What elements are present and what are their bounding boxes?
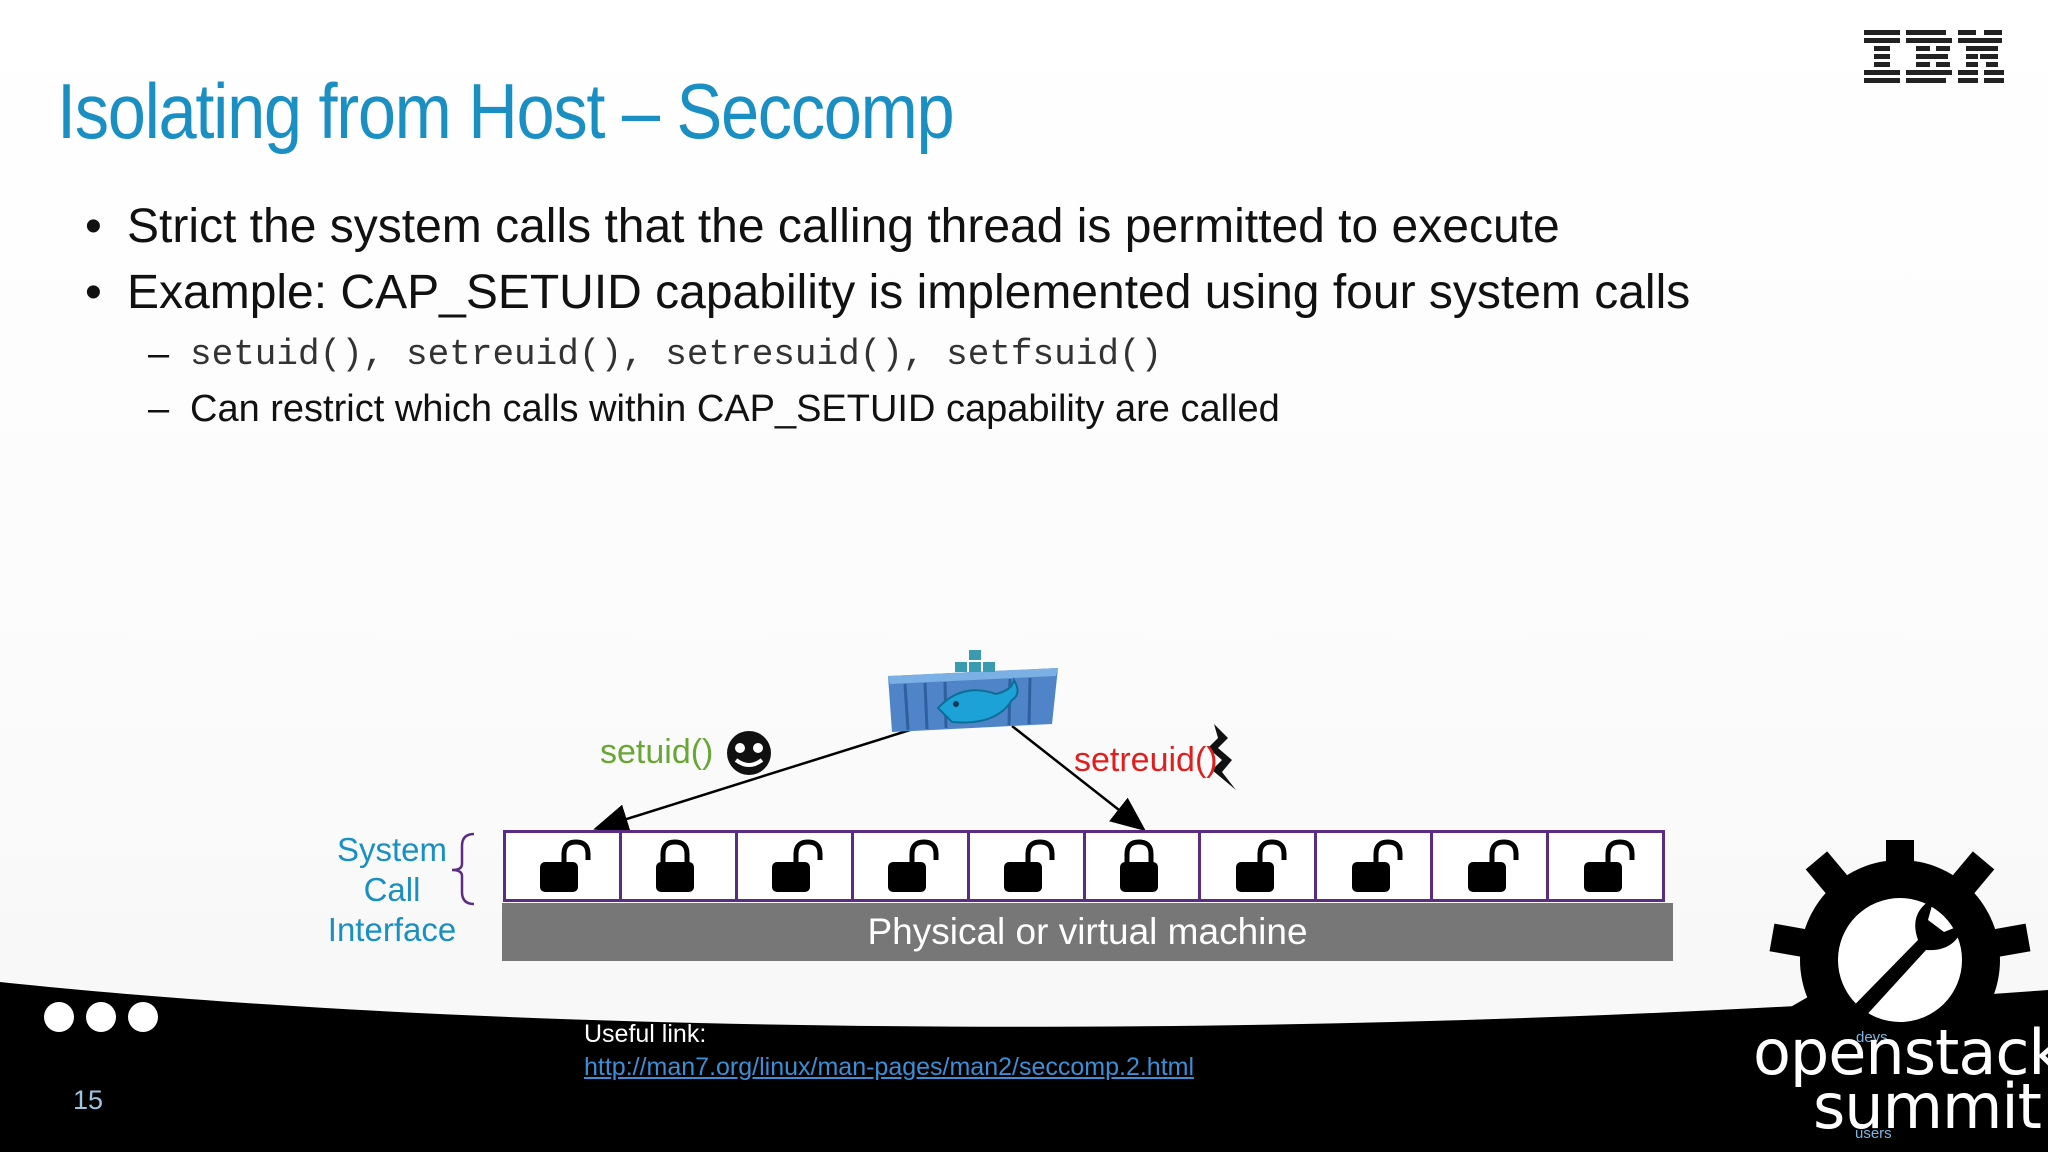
setuid-label: setuid()	[600, 733, 714, 771]
logo-word-summit: summit	[1813, 1070, 2042, 1143]
system-call-interface-label: System Call Interface	[312, 830, 472, 950]
bullet-item: • Strict the system calls that the calli…	[85, 194, 1690, 260]
dot	[128, 1002, 158, 1032]
seccomp-man-page-link[interactable]: http://man7.org/linux/man-pages/man2/sec…	[584, 1053, 1195, 1081]
bullet-marker: •	[85, 266, 102, 319]
sub-bullet-marker: –	[148, 333, 170, 375]
lock-open-icon	[1351, 839, 1403, 892]
ellipsis-dots-icon	[44, 1002, 158, 1032]
lock-open-icon	[1583, 839, 1635, 892]
sub-bullet-item: – setuid(), setreuid(), setresuid(), set…	[148, 333, 1162, 376]
docker-container-icon	[888, 650, 1058, 732]
sub-bullet-text: Can restrict which calls within CAP_SETU…	[190, 388, 1280, 430]
syscall-cell	[618, 830, 735, 902]
syscall-cell	[1430, 830, 1547, 902]
page-number: 15	[73, 1085, 104, 1115]
useful-link-block: Useful link: http://man7.org/linux/man-p…	[584, 1020, 1194, 1082]
dot	[44, 1002, 74, 1032]
lock-closed-icon	[1119, 839, 1158, 892]
setreuid-label: setreuid()	[1074, 741, 1218, 779]
bullet-item: • Example: CAP_SETUID capability is impl…	[85, 260, 1690, 326]
lock-open-icon	[1235, 839, 1287, 892]
ibm-logo-icon	[1864, 30, 2004, 83]
devs-tag: devs	[1856, 1029, 1888, 1046]
syscall-cell	[966, 830, 1083, 902]
syscall-cell	[1546, 830, 1666, 902]
lock-open-icon	[772, 839, 823, 892]
bullet-list: • Strict the system calls that the calli…	[85, 194, 1690, 326]
openstack-summit-gear-icon	[1769, 840, 2031, 1060]
lock-open-icon	[888, 839, 939, 892]
machine-bar: Physical or virtual machine	[502, 903, 1673, 961]
interface-bracket	[451, 832, 475, 906]
lock-closed-icon	[656, 839, 695, 892]
syscall-cell	[1082, 830, 1199, 902]
syscall-cells	[503, 830, 1666, 902]
bullet-text: Example: CAP_SETUID capability is implem…	[127, 266, 1691, 319]
interface-label-line: System	[336, 831, 448, 868]
syscall-list: setuid(), setreuid(), setresuid(), setfs…	[190, 334, 1163, 375]
interface-label-line: Interface	[327, 911, 457, 948]
useful-link-label: Useful link:	[584, 1020, 707, 1048]
sub-bullet-marker: –	[148, 388, 170, 430]
machine-label: Physical or virtual machine	[867, 911, 1308, 952]
interface-label-line: Call	[363, 871, 421, 908]
syscall-cell	[734, 830, 851, 902]
dot	[86, 1002, 116, 1032]
syscall-cell	[850, 830, 967, 902]
users-tag: users	[1855, 1125, 1892, 1142]
openstack-summit-logo: openstack summit	[1753, 1022, 2048, 1143]
syscall-cell	[1314, 830, 1431, 902]
syscall-cell	[503, 830, 619, 902]
smiley-icon	[727, 731, 771, 775]
setuid-arrow	[593, 728, 911, 834]
sub-bullet-item: – Can restrict which calls within CAP_SE…	[148, 388, 1280, 431]
logo-word-openstack: openstack	[1753, 1016, 2048, 1089]
syscall-cell	[1198, 830, 1315, 902]
bullet-text: Strict the system calls that the calling…	[127, 200, 1560, 253]
setreuid-arrow	[1011, 725, 1146, 832]
bullet-marker: •	[85, 200, 102, 253]
lock-open-icon	[1467, 839, 1519, 892]
lightning-bolt-icon	[1208, 724, 1236, 790]
lock-open-icon	[1004, 839, 1055, 892]
slide-title: Isolating from Host – Seccomp	[57, 67, 955, 155]
lock-open-icon	[540, 839, 591, 892]
